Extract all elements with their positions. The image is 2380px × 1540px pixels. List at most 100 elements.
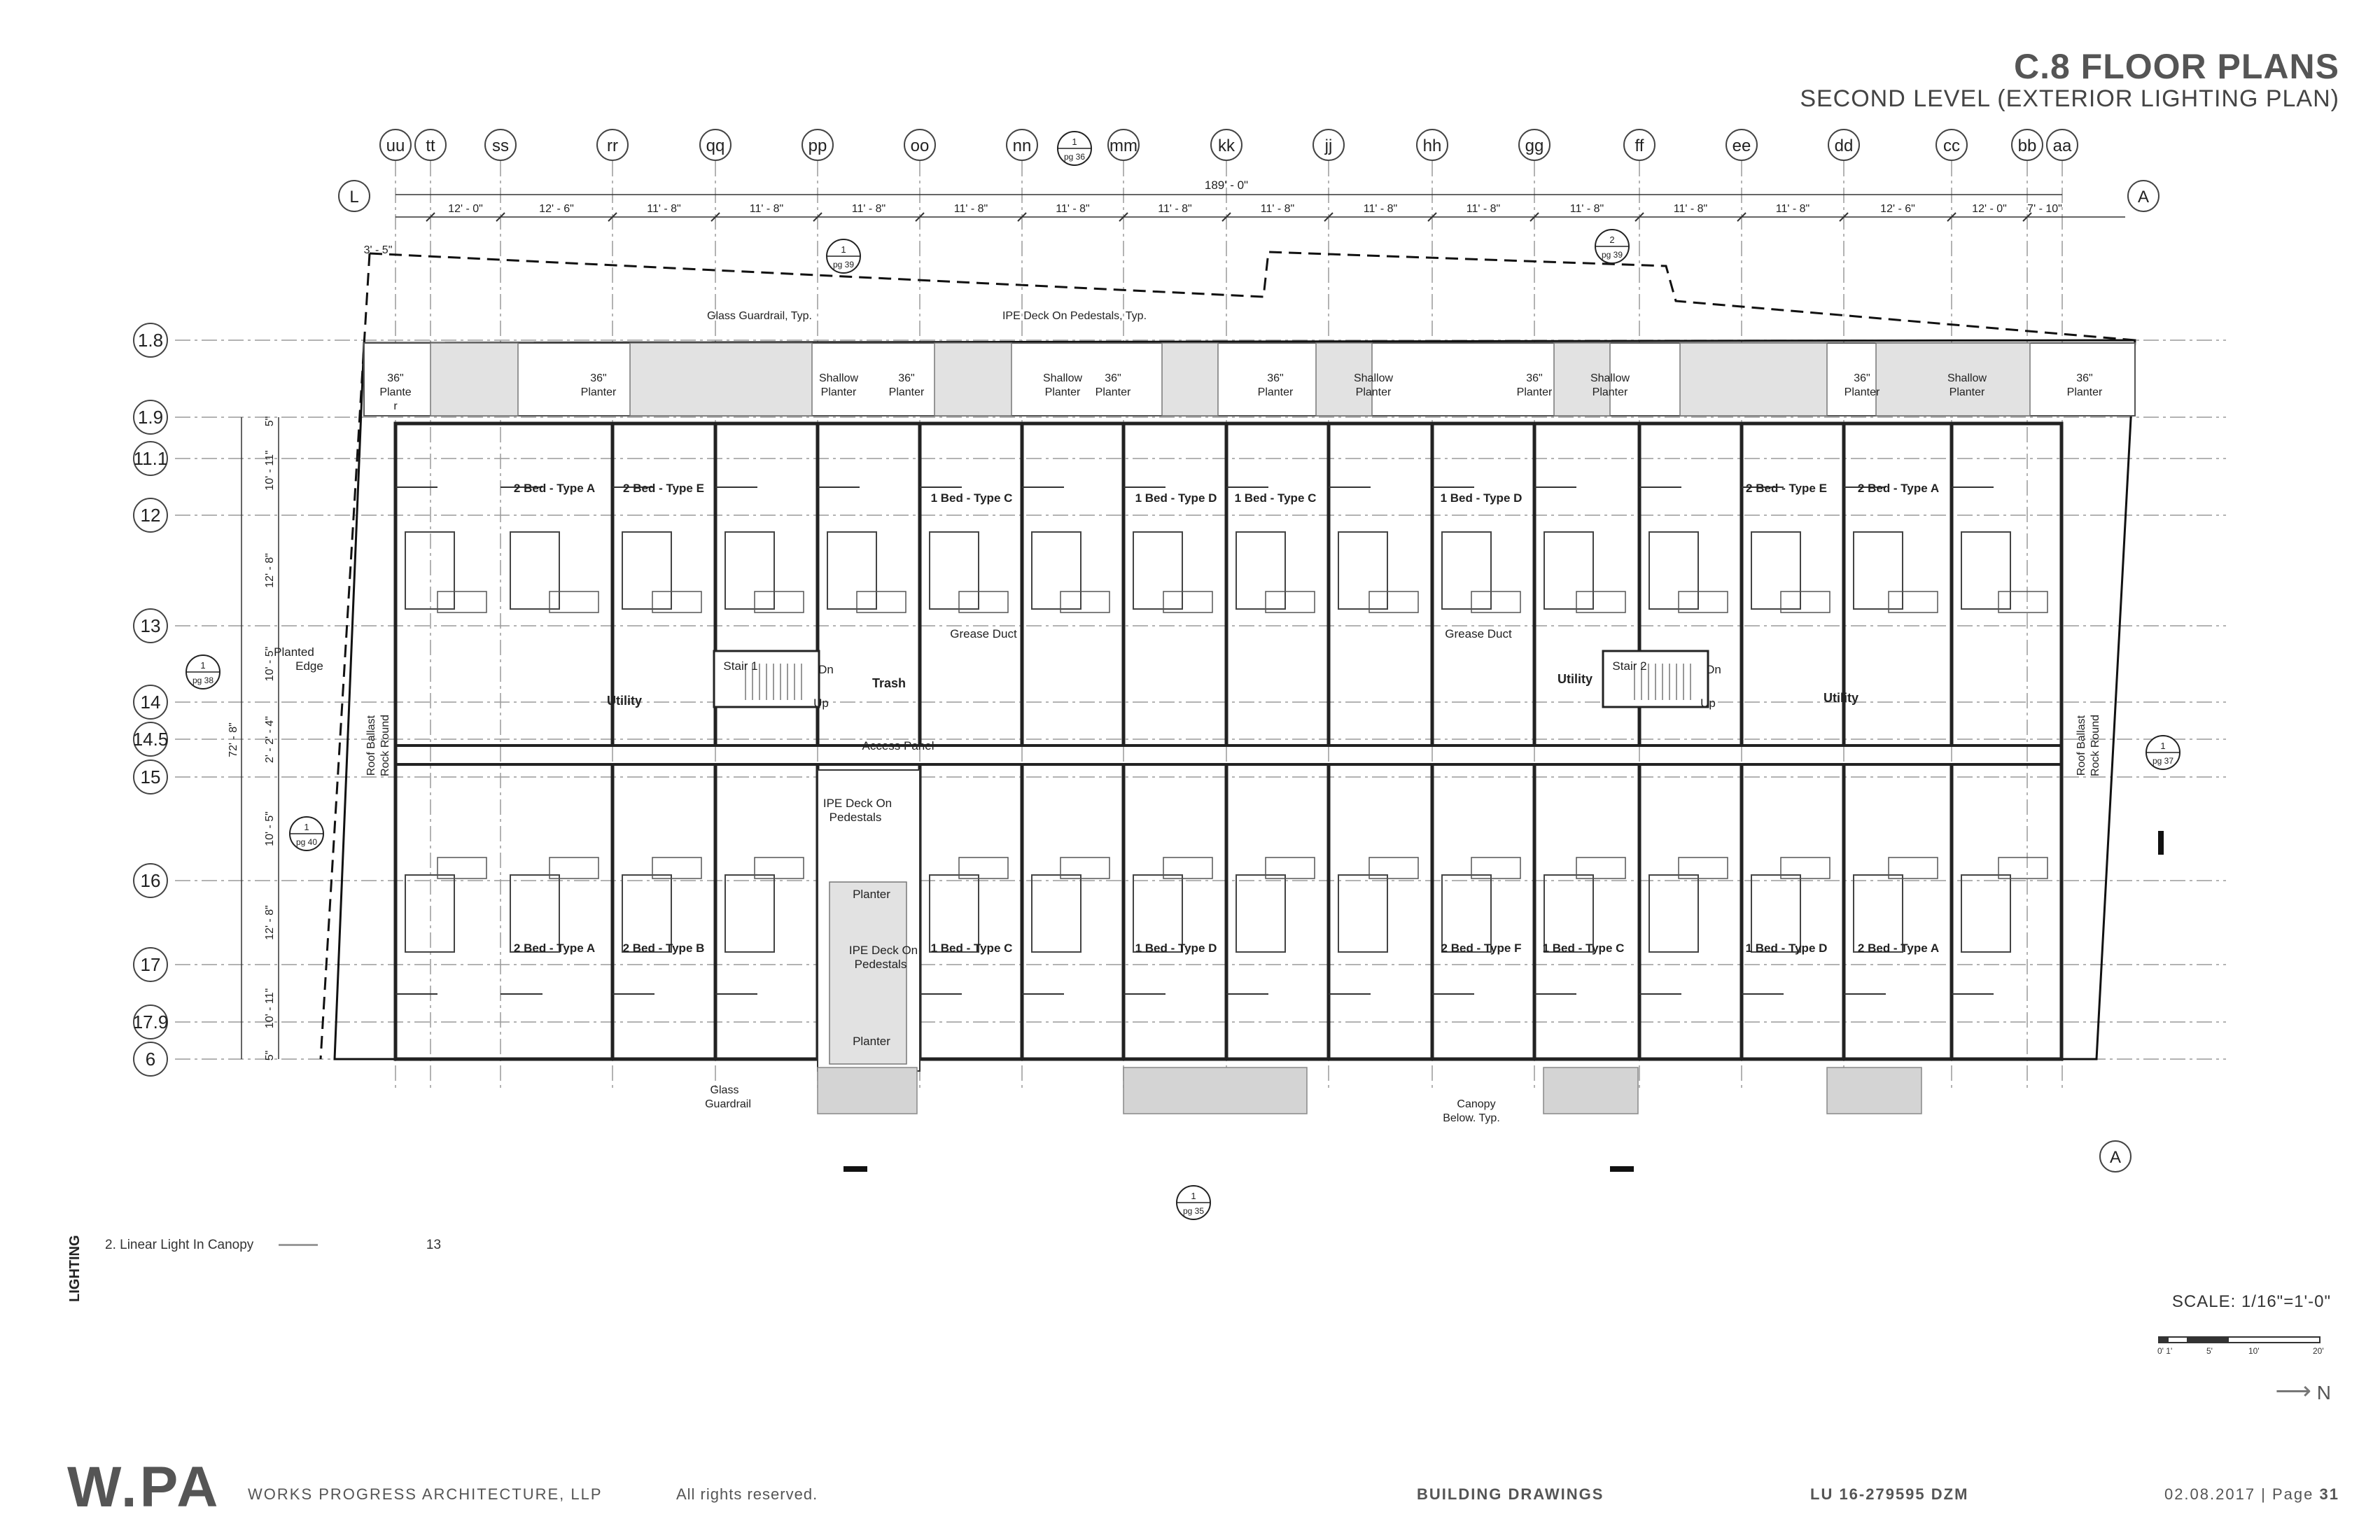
section-marker-number: 1	[841, 244, 846, 255]
planter-label: Planter	[1356, 386, 1392, 398]
bathroom	[1441, 874, 1492, 953]
bathroom	[1338, 874, 1388, 953]
line-marker-label: A	[2110, 1148, 2121, 1167]
column-dimension: 12' - 0"	[1972, 203, 2007, 215]
bathroom	[1853, 531, 1903, 610]
bathroom	[510, 874, 560, 953]
column-dimension: 11' - 8"	[1466, 203, 1500, 215]
unit-label-upper: 2 Bed - Type E	[1746, 482, 1827, 495]
line-marker-label: L	[349, 188, 358, 206]
planter-deck	[1553, 342, 1611, 416]
scale-bar: 0' 1' 5' 10' 20'	[2157, 1336, 2324, 1356]
bathroom	[724, 531, 775, 610]
bathroom	[1544, 531, 1594, 610]
grid-col-label: qq	[706, 136, 725, 155]
planter-deck	[1315, 342, 1373, 416]
unit-label-lower: 2 Bed - Type A	[1858, 941, 1939, 955]
deck-label: Pedestals	[855, 958, 907, 971]
grid-bubble	[1726, 129, 1758, 161]
grid-bubble	[2046, 129, 2078, 161]
grid-bubble	[904, 129, 936, 161]
north-label: N	[2316, 1382, 2331, 1404]
bathroom	[1236, 874, 1286, 953]
kitchen-counter	[958, 591, 1009, 613]
dimension-tick	[1737, 212, 1746, 222]
bathroom	[1961, 531, 2011, 610]
planter-label: Planter	[821, 386, 857, 398]
column-dimension: 11' - 8"	[1158, 203, 1191, 215]
kitchen-counter	[1678, 857, 1728, 879]
legend-count: 13	[426, 1238, 442, 1252]
kitchen-counter	[652, 857, 702, 879]
grid-row-label: 17	[141, 954, 161, 975]
grid-bubble	[1828, 129, 1860, 161]
planter-label: 36"	[2076, 372, 2092, 384]
floor-slab	[393, 421, 2064, 1061]
kitchen-counter	[1780, 857, 1830, 879]
drawings-label: BUILDING DRAWINGS	[1417, 1485, 1604, 1503]
stair-direction: Dn	[818, 663, 834, 676]
dimension-tick	[915, 212, 925, 222]
grid-bubble	[484, 129, 517, 161]
grid-bubble	[1006, 129, 1038, 161]
column-dimension: 12' - 6"	[539, 203, 574, 215]
bathroom	[1133, 874, 1183, 953]
line-marker	[2099, 1140, 2132, 1172]
unit-label-upper: 2 Bed - Type E	[623, 482, 704, 495]
canopy	[1826, 1067, 1922, 1114]
grid-bubble	[133, 1042, 168, 1077]
row-dimension: 10' - 5"	[264, 811, 276, 846]
grid-bubble	[596, 129, 629, 161]
column-dimension: 11' - 8"	[1674, 203, 1707, 215]
dimension-tick	[608, 212, 617, 222]
dimension-tick	[710, 212, 720, 222]
grid-bubble	[1623, 129, 1656, 161]
light-fixture	[844, 1166, 867, 1172]
grid-bubble	[133, 760, 168, 794]
planter-label: 36"	[387, 372, 403, 384]
planter-label: 36"	[898, 372, 914, 384]
roof-ballast-note: Roof Ballast	[2076, 715, 2087, 776]
bathroom	[1031, 531, 1082, 610]
column-dimension: 11' - 8"	[954, 203, 988, 215]
trash-room-label: Trash	[872, 676, 906, 690]
grid-col-label: aa	[2053, 136, 2072, 155]
unit-label-lower: 1 Bed - Type D	[1746, 941, 1828, 955]
stair-label: Stair 2	[1612, 659, 1646, 673]
scale-tick: 20'	[2313, 1346, 2324, 1356]
grid-bubble	[133, 685, 168, 720]
grid-bubble	[133, 1004, 168, 1040]
roof-ballast-note: Rock Round	[379, 715, 391, 776]
planter-label: Shallow	[1043, 372, 1082, 384]
planter-label: Planter	[581, 386, 617, 398]
firm-logo: W.PA	[67, 1455, 221, 1519]
planter-deck	[1679, 342, 1828, 416]
kitchen-counter	[754, 591, 804, 613]
planter-label: Planter	[1517, 386, 1553, 398]
grid-bubble	[2011, 129, 2043, 161]
dimension-tick	[1119, 212, 1128, 222]
row-dimension: 10' - 11"	[264, 450, 276, 490]
grid-col-label: ss	[492, 136, 509, 155]
grid-row-label: 16	[141, 870, 161, 891]
column-dimension: 11' - 8"	[647, 203, 680, 215]
bathroom	[1751, 531, 1801, 610]
planter-label: Planter	[1258, 386, 1294, 398]
dimension-tick	[1017, 212, 1027, 222]
bathroom	[622, 531, 672, 610]
dimension-tick	[1324, 212, 1334, 222]
kitchen-counter	[1163, 857, 1213, 879]
row-dimension: 12' - 8"	[264, 553, 276, 588]
grid-bubble	[133, 947, 168, 982]
grid-bubble	[699, 129, 732, 161]
grid-col-label: rr	[607, 136, 618, 155]
grid-bubble	[1107, 129, 1140, 161]
deck-label: Pedestals	[830, 811, 882, 824]
grid-col-label: oo	[911, 136, 930, 155]
legend-title: LIGHTING	[67, 1235, 83, 1302]
dimension-tick	[1839, 212, 1849, 222]
deck-label: IPE Deck On	[849, 944, 918, 957]
bathroom	[1751, 874, 1801, 953]
section-marker-ref: pg 37	[2152, 756, 2174, 766]
grid-row-label: 1.8	[138, 330, 163, 351]
